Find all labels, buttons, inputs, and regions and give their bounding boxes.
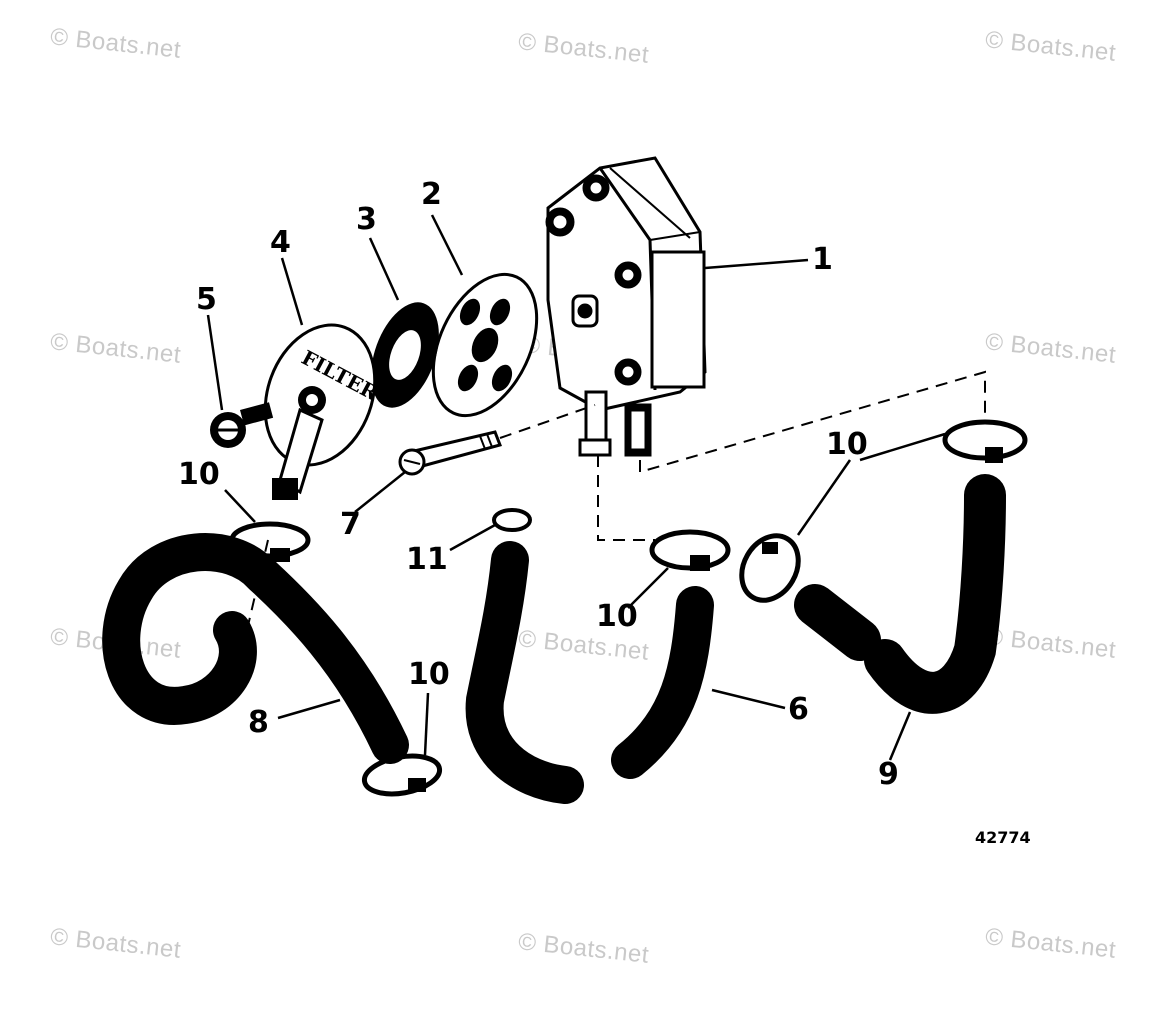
callout-11: 11 — [406, 542, 448, 577]
fuel-hose[interactable] — [102, 533, 409, 764]
callout-10: 10 — [178, 457, 220, 492]
fuel-hose[interactable] — [794, 474, 1006, 714]
callout-1: 1 — [812, 242, 833, 277]
fuel-hose[interactable] — [465, 541, 584, 804]
hose-clamp[interactable] — [649, 529, 731, 571]
hose-clamp[interactable] — [942, 419, 1028, 463]
filter-plate[interactable] — [413, 258, 558, 432]
mounting-bolt[interactable] — [398, 430, 502, 476]
figure-number: 42774 — [975, 828, 1031, 847]
fuel-hose[interactable] — [611, 586, 714, 779]
callout-10: 10 — [826, 427, 868, 462]
callout-3: 3 — [356, 202, 377, 237]
filter-cover[interactable]: FILTER — [247, 310, 394, 500]
callout-4: 4 — [270, 225, 291, 260]
cover-screw[interactable] — [210, 402, 274, 448]
callout-10: 10 — [596, 599, 638, 634]
filter-element[interactable] — [358, 293, 452, 417]
callout-7: 7 — [340, 507, 361, 542]
callout-2: 2 — [421, 177, 442, 212]
callout-10: 10 — [408, 657, 450, 692]
hose-clamp[interactable] — [730, 526, 809, 611]
callout-6: 6 — [788, 692, 809, 727]
callout-9: 9 — [878, 757, 899, 792]
fuel-pump-body[interactable] — [545, 156, 707, 457]
callout-5: 5 — [196, 282, 217, 317]
small-clip[interactable] — [492, 508, 532, 532]
callout-8: 8 — [248, 705, 269, 740]
